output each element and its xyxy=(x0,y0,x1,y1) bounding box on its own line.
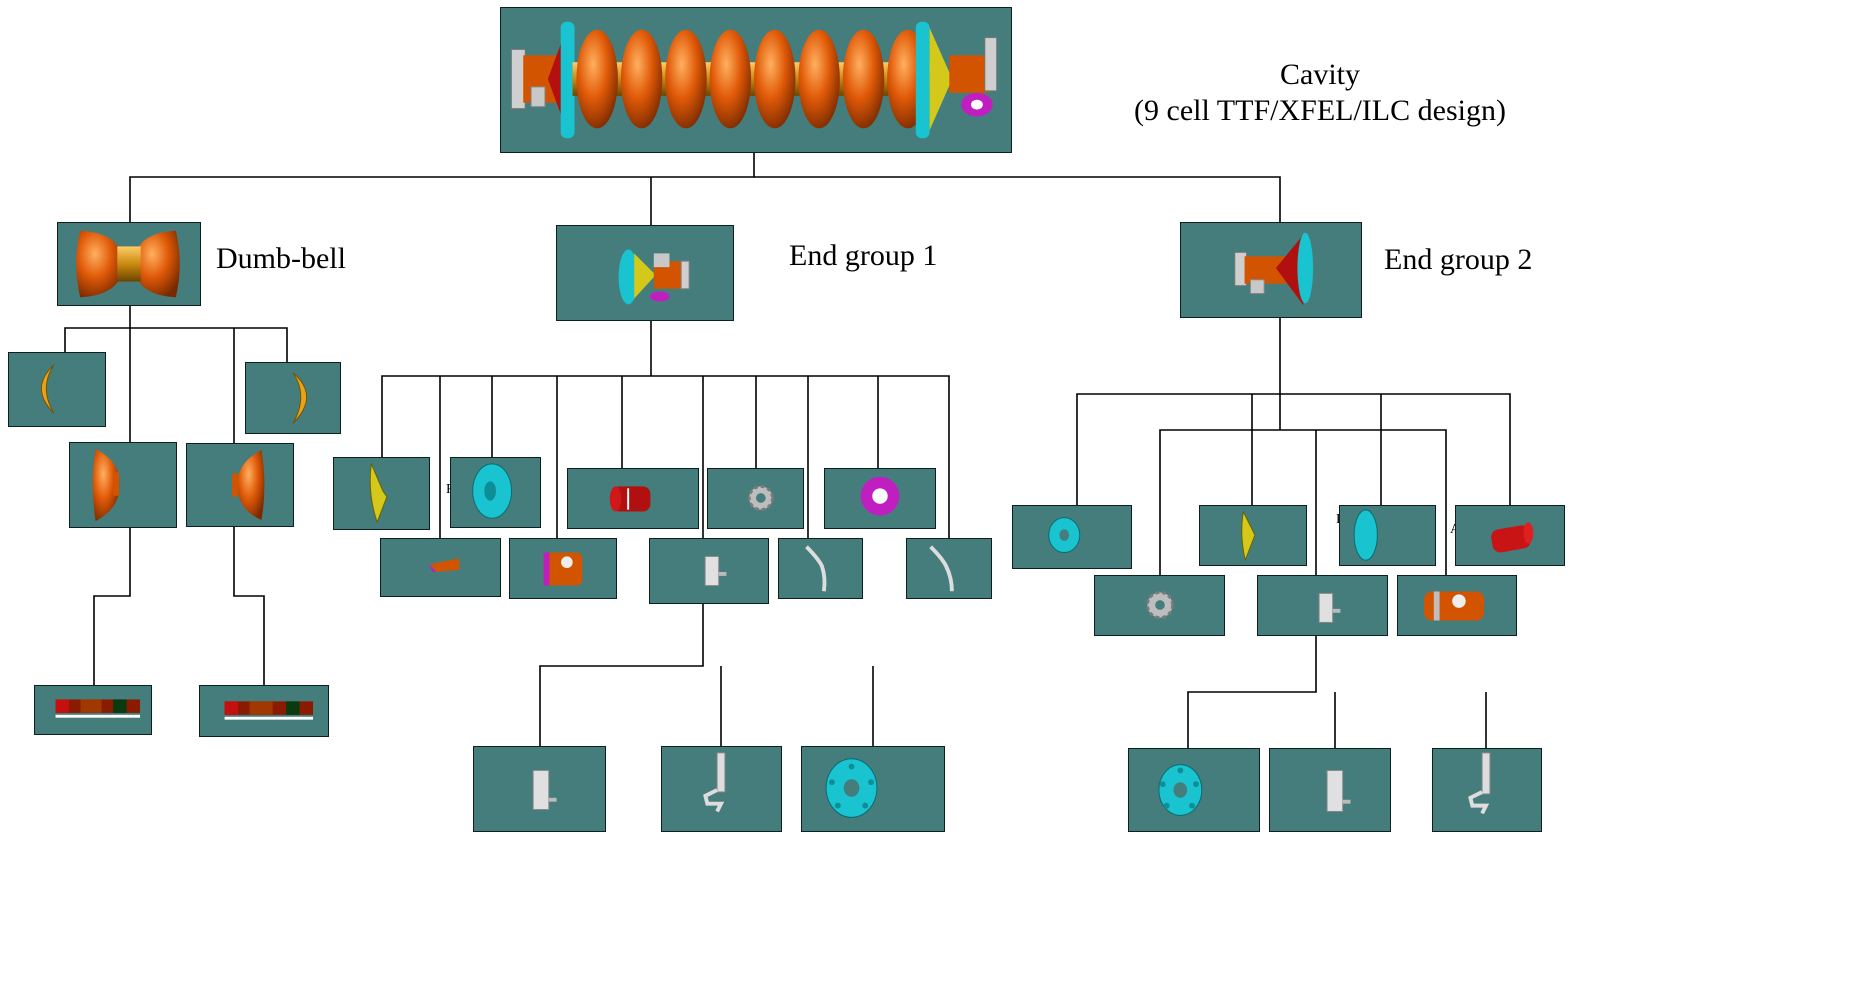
port-tube-icon xyxy=(1318,592,1341,623)
end-group-2-icon xyxy=(1234,232,1314,306)
cavity-node[interactable] xyxy=(500,7,1012,153)
port-tube-icon xyxy=(532,769,557,810)
antenna-icon xyxy=(1468,752,1491,815)
eg1-antenna-node-2[interactable] xyxy=(906,538,992,599)
port-tube-icon xyxy=(543,552,583,586)
eg1-sub-cylinder-node[interactable] xyxy=(473,746,606,832)
port-tube-icon xyxy=(704,555,727,587)
nine-cell-cavity-icon xyxy=(510,21,998,139)
eg2-sub-flange-node[interactable] xyxy=(1128,748,1260,832)
eg2-antenna-housing-node[interactable] xyxy=(1257,575,1388,636)
cone-icon xyxy=(1241,510,1256,562)
half-cell-right-icon xyxy=(292,372,307,424)
eg1-port-tube-node[interactable] xyxy=(509,538,617,599)
flange-icon xyxy=(1158,764,1203,816)
dumbbell-label: Dumb-bell xyxy=(216,242,346,275)
port-tube-icon xyxy=(1326,769,1351,812)
eg2-sub-probe-node[interactable] xyxy=(1432,748,1542,832)
stiffening-ring-strip-icon xyxy=(224,701,314,720)
cavity-title: Cavity xyxy=(1280,58,1360,91)
strip-node-right[interactable] xyxy=(199,685,329,737)
eg2-gear-ring-node[interactable] xyxy=(1094,575,1225,636)
diagram-canvas: { "labels": { "cavity_title": "Cavity", … xyxy=(8,7,1565,832)
eg2-cone-node[interactable] xyxy=(1199,505,1307,566)
stiffening-ring-strip-icon xyxy=(55,699,141,718)
eg1-sub-flange-node[interactable] xyxy=(801,746,945,832)
iris-cup-right-icon xyxy=(232,449,265,521)
eg1-gear-ring-node[interactable] xyxy=(707,468,804,529)
beam-tube-icon xyxy=(1491,522,1534,553)
antenna-icon xyxy=(703,752,726,813)
eg2-beam-tube-node[interactable] xyxy=(1455,505,1565,566)
eg1-flange-node[interactable] xyxy=(450,457,541,528)
eg1-antenna-node-1[interactable] xyxy=(778,538,863,599)
eg1-beam-tube-node[interactable] xyxy=(567,468,699,529)
strip-node-left[interactable] xyxy=(34,685,152,735)
flange-icon xyxy=(825,758,878,818)
antenna-icon xyxy=(805,545,827,592)
half-cell-right-node[interactable] xyxy=(245,362,341,434)
end-group-1-icon xyxy=(618,249,690,305)
flange-icon xyxy=(472,463,513,519)
cone-icon xyxy=(369,462,388,524)
eg1-magenta-ring-node[interactable] xyxy=(824,468,936,529)
occluded-label-fragment: F xyxy=(446,482,454,498)
eg2-port-tube-node[interactable] xyxy=(1397,575,1517,636)
eg2-flange-node[interactable] xyxy=(1012,505,1132,569)
end-group-2-node[interactable] xyxy=(1180,222,1362,318)
beam-tube-icon xyxy=(609,486,651,512)
cavity-subtitle: (9 cell TTF/XFEL/ILC design) xyxy=(1134,94,1506,127)
hom-coupler-icon xyxy=(428,558,460,572)
half-cell-left-node[interactable] xyxy=(8,352,106,427)
flange-icon xyxy=(1048,517,1081,553)
connector-lines xyxy=(64,152,1511,748)
port-tube-icon xyxy=(1424,591,1485,621)
end-group-1-node[interactable] xyxy=(556,225,734,321)
iris-cup-left-node[interactable] xyxy=(69,442,177,528)
eg2-half-flange-node[interactable] xyxy=(1339,505,1436,566)
gear-ring-icon xyxy=(1145,590,1175,620)
half-cell-left-icon xyxy=(40,364,55,414)
eg1-cone-node[interactable] xyxy=(333,457,430,530)
iris-cup-left-icon xyxy=(92,448,120,522)
flange-icon xyxy=(1353,509,1378,561)
eg1-antenna-housing-node[interactable] xyxy=(649,538,769,604)
eg1-hom-coupler-node[interactable] xyxy=(380,538,501,597)
end-group-1-label: End group 1 xyxy=(789,239,938,272)
antenna-icon xyxy=(929,545,954,592)
dumbbell-icon xyxy=(76,230,180,298)
end-group-2-label: End group 2 xyxy=(1384,243,1533,276)
iris-cup-right-node[interactable] xyxy=(186,443,294,527)
gear-ring-icon xyxy=(747,484,774,512)
eg2-sub-cylinder-node[interactable] xyxy=(1269,748,1391,832)
dumbbell-node[interactable] xyxy=(57,222,201,306)
eg1-sub-probe-node[interactable] xyxy=(661,746,782,832)
magenta-ring-icon xyxy=(860,476,900,516)
